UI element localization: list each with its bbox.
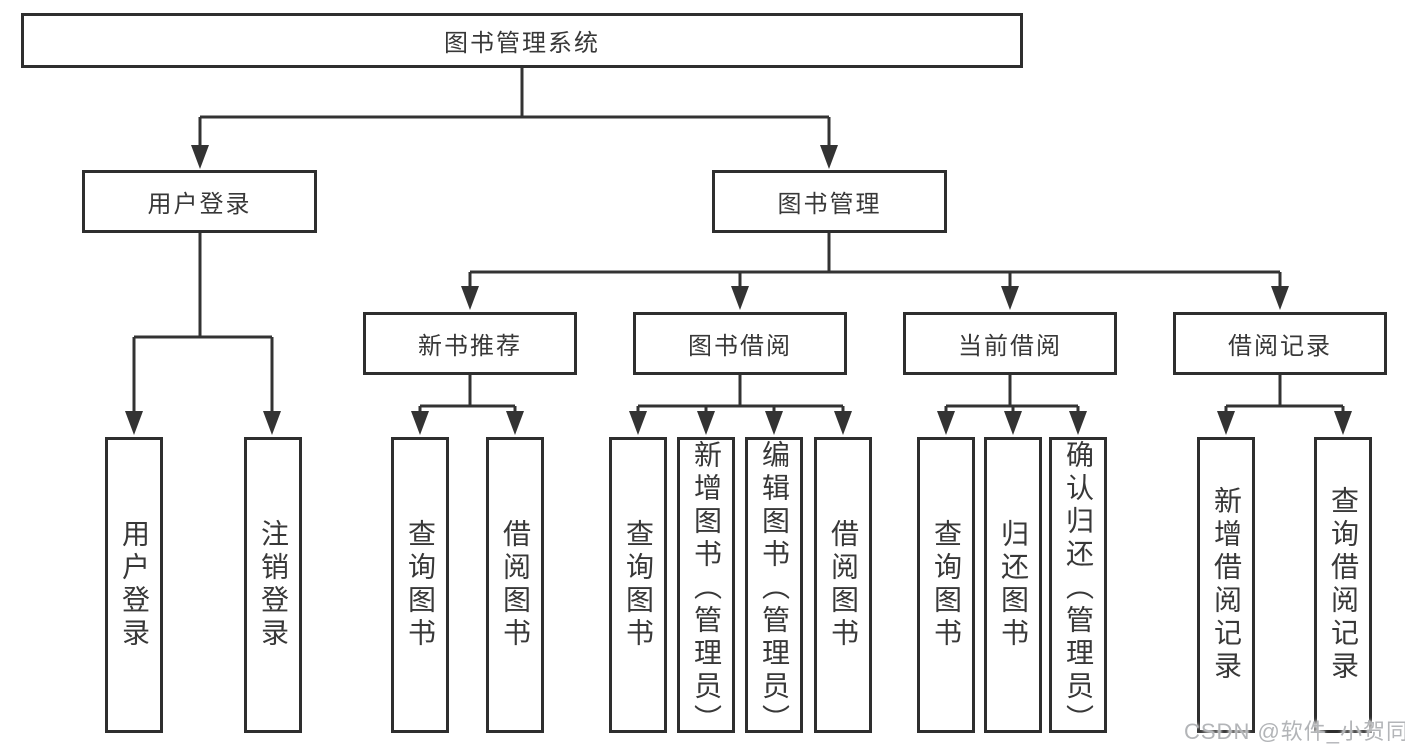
- node-logout-leaf: 注销登录: [244, 437, 302, 733]
- node-user-login-leaf: 用户登录: [105, 437, 163, 733]
- node-confirm-return-admin: 确认归还（管理员）: [1049, 437, 1107, 737]
- csdn-watermark: CSDN @软件_小贺同学: [1184, 719, 1405, 744]
- node-query-book-borrow: 查询图书: [609, 437, 667, 733]
- node-book-borrow: 图书借阅: [633, 312, 847, 375]
- node-query-book-current: 查询图书: [917, 437, 975, 733]
- node-borrow-book-leaf: 借阅图书: [814, 437, 872, 733]
- arrowheads: [125, 145, 1352, 435]
- node-borrow-book-recommend: 借阅图书: [486, 437, 544, 733]
- node-new-book-recommend: 新书推荐: [363, 312, 577, 375]
- node-query-book-recommend: 查询图书: [391, 437, 449, 733]
- node-edit-book-admin: 编辑图书（管理员）: [745, 437, 803, 737]
- node-root: 图书管理系统: [21, 13, 1023, 68]
- node-add-borrow-record: 新增借阅记录: [1197, 437, 1255, 733]
- node-current-borrow: 当前借阅: [903, 312, 1117, 375]
- node-query-borrow-record: 查询借阅记录: [1314, 437, 1372, 733]
- node-borrow-records: 借阅记录: [1173, 312, 1387, 375]
- node-book-management: 图书管理: [712, 170, 947, 233]
- node-add-book-admin: 新增图书（管理员）: [677, 437, 735, 737]
- node-return-book: 归还图书: [984, 437, 1042, 733]
- node-user-login: 用户登录: [82, 170, 317, 233]
